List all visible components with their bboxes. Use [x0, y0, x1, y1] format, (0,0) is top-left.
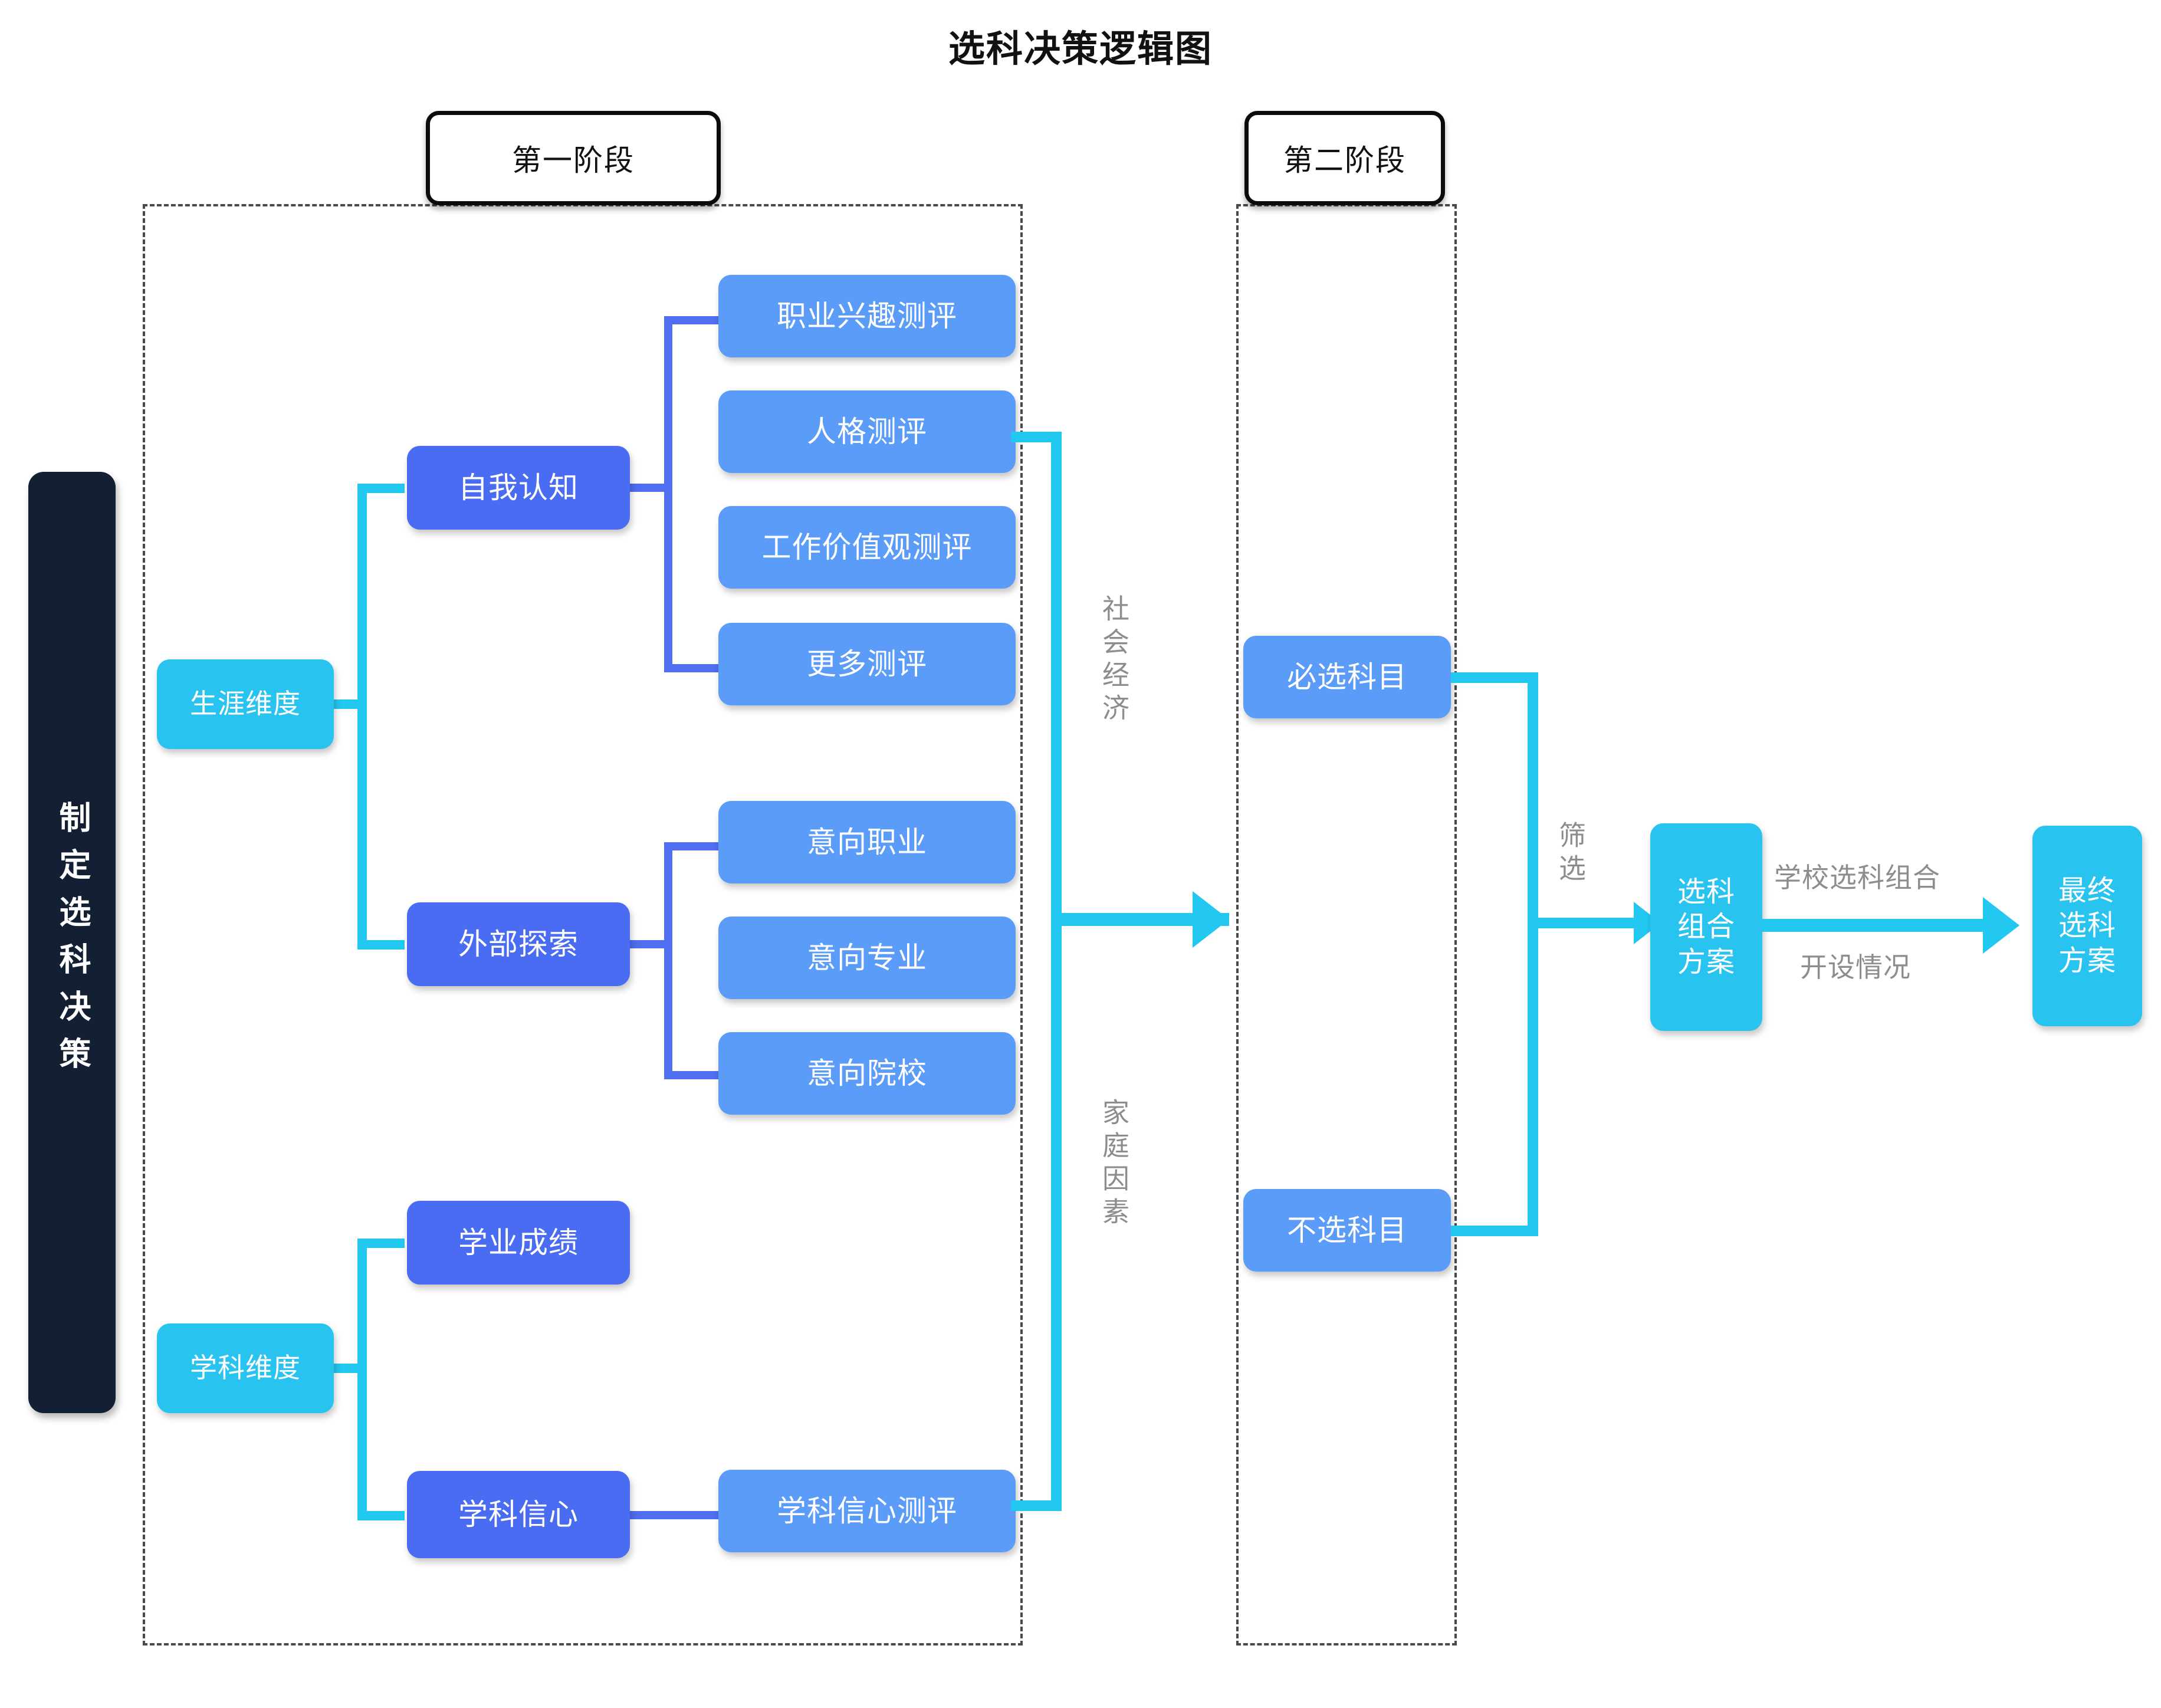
node-personality-test-label: 人格测评 [807, 415, 927, 449]
node-self-cognition-label: 自我认知 [458, 471, 579, 505]
connector-confidence-to-test [630, 1511, 718, 1519]
root-decision-label: 制定选科决策 [54, 801, 91, 1084]
connector-career-vertical [357, 484, 367, 950]
node-excluded-subjects[interactable]: 不选科目 [1243, 1189, 1451, 1272]
node-external-explore[interactable]: 外部探索 [407, 902, 630, 986]
node-final-plan-line-2: 选科 [2058, 909, 2116, 942]
page-title: 选科决策逻辑图 [948, 27, 1213, 70]
connector-career-to-self [357, 484, 405, 493]
connector-subject-vertical [357, 1239, 367, 1520]
node-subject-confidence-test-label: 学科信心测评 [777, 1494, 957, 1528]
plan-to-final-arrow-shaft [1762, 919, 1996, 932]
node-work-values-test-label: 工作价值观测评 [761, 530, 973, 564]
node-intended-college-label: 意向院校 [807, 1056, 927, 1091]
node-personality-test[interactable]: 人格测评 [718, 390, 1016, 473]
stage2-merge-vertical [1528, 672, 1538, 1236]
node-required-subjects-label: 必选科目 [1287, 660, 1407, 694]
label-school-availability: 开设情况 [1800, 951, 1911, 983]
connector-career-to-external [357, 940, 405, 950]
stage-transition-arrow-shaft [1051, 913, 1229, 926]
connector-external-to-college [664, 1071, 718, 1079]
node-academic-score[interactable]: 学业成绩 [407, 1201, 630, 1285]
node-intended-career-label: 意向职业 [807, 825, 927, 859]
node-subject-confidence-label: 学科信心 [458, 1497, 579, 1532]
merge-rail-from-confidence-test [1011, 1500, 1062, 1511]
node-self-cognition[interactable]: 自我认知 [407, 446, 630, 530]
node-required-subjects[interactable]: 必选科目 [1243, 636, 1451, 718]
node-final-plan-line-3: 方案 [2058, 944, 2116, 977]
connector-external-vertical [664, 842, 672, 1079]
node-subject-plan[interactable]: 选科 组合 方案 [1650, 823, 1762, 1031]
merge-rail-vertical [1051, 432, 1062, 1511]
node-more-tests[interactable]: 更多测评 [718, 623, 1016, 705]
connector-self-to-more [664, 664, 718, 672]
connector-subject-to-score [357, 1239, 405, 1248]
node-subject-plan-line-3: 方案 [1677, 945, 1735, 978]
stage2-merge-to-plan-shaft [1528, 918, 1646, 928]
node-external-explore-label: 外部探索 [458, 927, 579, 961]
label-filter: 筛选 [1555, 821, 1587, 887]
root-decision-bar[interactable]: 制定选科决策 [28, 472, 116, 1413]
node-intended-college[interactable]: 意向院校 [718, 1032, 1016, 1115]
node-career-dimension-label: 生涯维度 [190, 688, 301, 720]
node-intended-major[interactable]: 意向专业 [718, 917, 1016, 999]
node-intended-major-label: 意向专业 [807, 941, 927, 975]
connector-external-to-career [664, 842, 718, 850]
connector-self-stub [630, 484, 672, 492]
stage-transition-arrow-head [1193, 891, 1229, 948]
node-excluded-subjects-label: 不选科目 [1287, 1213, 1407, 1247]
node-subject-confidence-test[interactable]: 学科信心测评 [718, 1470, 1016, 1552]
node-final-plan[interactable]: 最终 选科 方案 [2032, 826, 2142, 1026]
node-subject-dimension[interactable]: 学科维度 [157, 1323, 334, 1413]
stage-2-frame [1236, 204, 1457, 1645]
node-career-dimension[interactable]: 生涯维度 [157, 659, 334, 749]
merge-rail-from-personality [1011, 432, 1062, 442]
node-subject-plan-line-2: 组合 [1677, 910, 1735, 944]
node-work-values-test[interactable]: 工作价值观测评 [718, 506, 1016, 589]
stage2-merge-from-excluded [1451, 1226, 1538, 1236]
node-subject-plan-line-1: 选科 [1677, 875, 1735, 908]
node-academic-score-label: 学业成绩 [458, 1226, 579, 1260]
connector-subject-to-confidence [357, 1511, 405, 1520]
node-subject-confidence[interactable]: 学科信心 [407, 1471, 630, 1558]
connector-self-to-interest [664, 316, 718, 324]
stage-2-label: 第二阶段 [1244, 111, 1445, 205]
connector-self-vertical [664, 316, 672, 672]
node-career-interest-test[interactable]: 职业兴趣测评 [718, 275, 1016, 357]
node-final-plan-line-1: 最终 [2058, 873, 2116, 907]
label-social-economy: 社会经济 [1098, 594, 1130, 727]
stage-2-label-text: 第二阶段 [1283, 143, 1406, 178]
stage-1-label-text: 第一阶段 [512, 143, 635, 178]
plan-to-final-arrow-head [1983, 897, 2019, 954]
connector-external-stub [630, 940, 672, 948]
label-school-combination: 学校选科组合 [1774, 862, 1940, 894]
node-more-tests-label: 更多测评 [807, 647, 927, 681]
stage2-merge-from-required [1451, 672, 1538, 683]
label-family-factor: 家庭因素 [1098, 1098, 1130, 1230]
node-intended-career[interactable]: 意向职业 [718, 801, 1016, 883]
node-subject-dimension-label: 学科维度 [190, 1352, 301, 1384]
stage-1-label: 第一阶段 [426, 111, 721, 205]
stage-1-frame [143, 204, 1023, 1645]
node-career-interest-test-label: 职业兴趣测评 [777, 299, 957, 333]
